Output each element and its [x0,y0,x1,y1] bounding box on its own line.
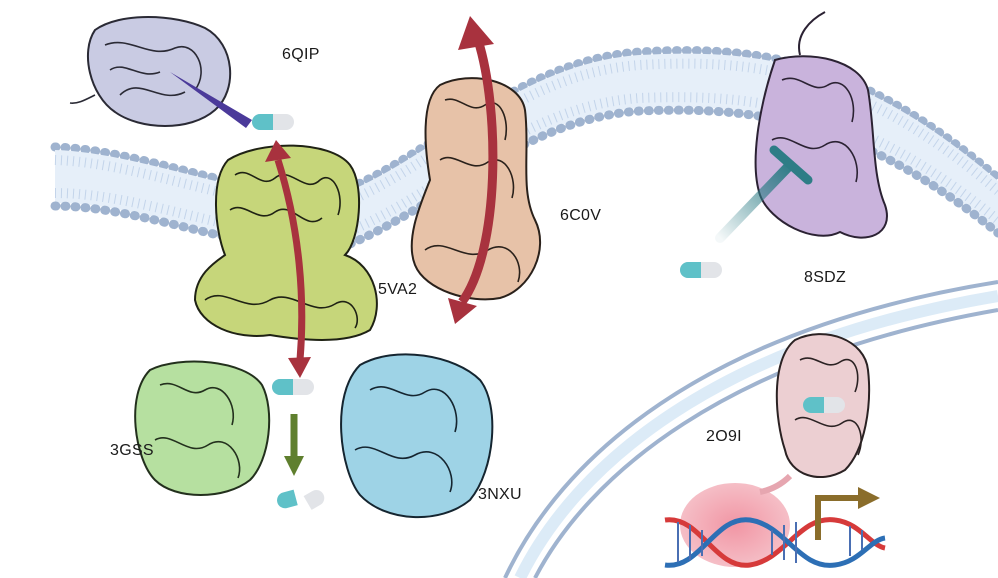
inhibitor-6qip [170,72,252,128]
label-6c0v: 6C0V [560,207,602,224]
protein-6c0v [410,77,541,301]
transport-arrow-6c0v [448,16,498,324]
transport-arrow-5va2 [265,140,311,378]
protein-6qip [69,16,232,127]
label-5va2: 5VA2 [378,281,418,298]
label-6qip: 6QIP [282,46,320,63]
label-3gss: 3GSS [110,442,154,459]
transcription-arrow [815,495,860,540]
transcription-arrowhead [858,487,880,509]
protein-5va2 [193,144,378,341]
protein-3gss [134,360,271,496]
drug-pill-2o9i [803,397,845,413]
drug-pill-6qip [252,114,294,130]
protein-3nxu [340,353,494,518]
label-3nxu: 3NXU [478,486,522,503]
label-2o9i: 2O9I [706,428,742,445]
protein-8sdz [754,11,888,239]
drug-pill-8sdz [680,262,722,278]
nuclear-envelope [503,280,998,578]
drug-pill-5va2 [272,379,314,395]
inhibitor-8sdz [715,145,813,243]
drug-pill-metabolized [277,489,325,510]
dna-helix [664,517,886,568]
membrane-tails-top [54,58,998,211]
metabolism-arrow [284,414,304,476]
label-8sdz: 8SDZ [804,269,847,286]
